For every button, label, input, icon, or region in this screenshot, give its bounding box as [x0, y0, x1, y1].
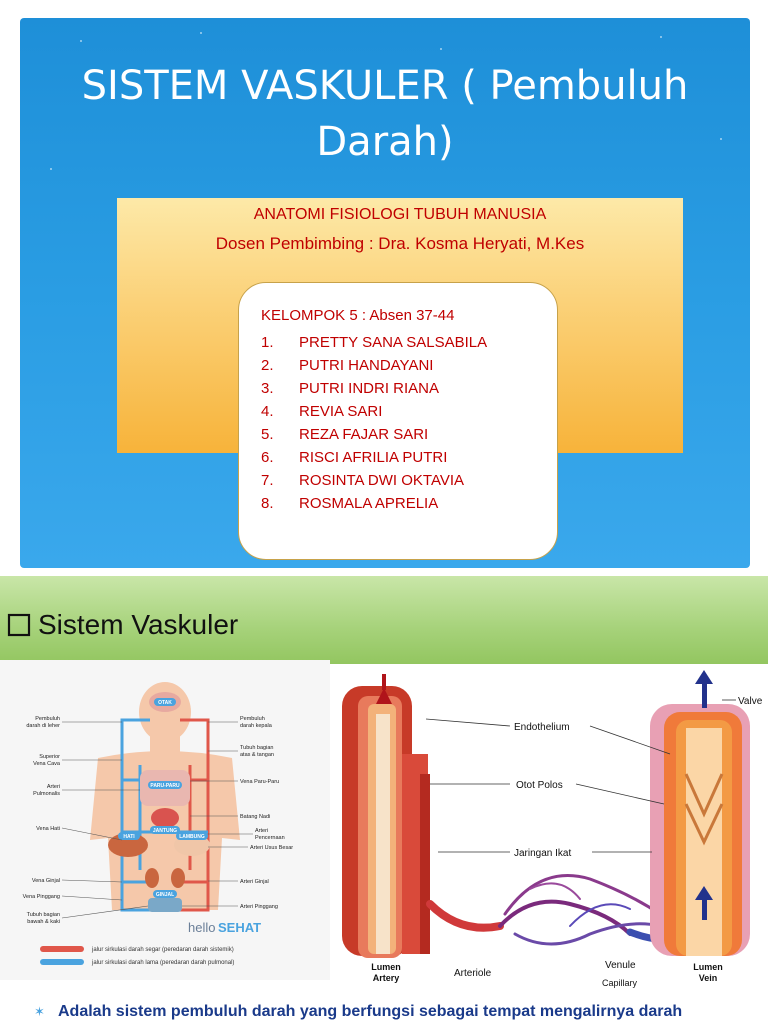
- label-jaringan-ikat: Jaringan Ikat: [514, 848, 571, 859]
- callout-left-7a: Tubuh bagian: [27, 912, 60, 918]
- definition-bullet: ✶ Adalah sistem pembuluh darah yang berf…: [34, 1000, 754, 1024]
- circulation-diagram: OTAK PARU-PARU JANTUNG HATI LAMBUNG GINJ…: [0, 660, 330, 980]
- callout-right-6: Arteri Usus Besar: [250, 845, 293, 851]
- callout-left-5: Vena Ginjal: [32, 878, 60, 884]
- title-slide: SISTEM VASKULER ( Pembuluh Darah) ANATOM…: [20, 18, 750, 568]
- label-lambung: LAMBUNG: [179, 834, 205, 840]
- list-item: 7.ROSINTA DWI OKTAVIA: [261, 472, 465, 489]
- label-arteriole: Arteriole: [454, 968, 492, 979]
- artery-illustration: [342, 674, 430, 958]
- list-item: 6.RISCI AFRILIA PUTRI: [261, 449, 448, 466]
- callout-left-4: Vena Hati: [36, 826, 60, 832]
- label-valve: Valve: [738, 696, 763, 707]
- blood-vessel-diagram: Valve Endothelium Otot Polos Jaringan Ik…: [330, 664, 768, 994]
- label-hati: HATI: [123, 834, 135, 840]
- list-item: 5.REZA FAJAR SARI: [261, 426, 429, 443]
- lower-body-block: [148, 898, 182, 912]
- section-title: Sistem Vaskuler: [0, 608, 238, 642]
- callout-right-7: Arteri Ginjal: [240, 879, 269, 885]
- list-item: 2.PUTRI HANDAYANI: [261, 357, 434, 374]
- label-ginjal: GINJAL: [156, 892, 174, 898]
- callout-left-2a: Superior: [39, 754, 60, 760]
- slide-title: SISTEM VASKULER ( Pembuluh Darah): [20, 58, 750, 170]
- label-lumen-vein-2: Vein: [699, 973, 718, 983]
- legend-blue-text: jalur sirkulasi darah lama (peredaran da…: [91, 960, 234, 966]
- capillary-bed: [426, 874, 684, 946]
- callout-left-7b: bawah & kaki: [27, 919, 60, 925]
- callout-left-1a: Pembuluh: [35, 716, 60, 722]
- callout-right-2b: atas & tangan: [240, 752, 274, 758]
- legend-blue-swatch: [40, 959, 84, 965]
- callout-right-3: Vena Paru-Paru: [240, 779, 279, 785]
- label-otak: OTAK: [158, 700, 172, 706]
- label-lumen-vein-1: Lumen: [693, 962, 723, 972]
- callout-left-6: Vena Pinggang: [23, 894, 60, 900]
- callout-right-1a: Pembuluh: [240, 716, 265, 722]
- label-paru: PARU-PARU: [150, 783, 180, 789]
- label-endothelium: Endothelium: [514, 722, 570, 733]
- callout-right-5a: Arteri: [255, 828, 268, 834]
- callout-right-4: Batang Nadi: [240, 814, 270, 820]
- kidney-right-organ: [171, 868, 185, 888]
- lecturer-name: Dosen Pembimbing : Dra. Kosma Heryati, M…: [215, 234, 585, 253]
- callout-left-3a: Arteri: [47, 784, 60, 790]
- callout-right-8: Arteri Pinggang: [240, 904, 278, 910]
- callout-right-2a: Tubuh bagian: [240, 745, 273, 751]
- star-bullet-icon: ✶: [34, 1004, 45, 1020]
- label-otot-polos: Otot Polos: [516, 780, 563, 791]
- callout-right-5b: Pencernaan: [255, 835, 285, 841]
- member-list: 1.PRETTY SANA SALSABILA 2.PUTRI HANDAYAN…: [261, 331, 487, 515]
- definition-text: Adalah sistem pembuluh darah yang berfun…: [58, 1003, 683, 1020]
- kidney-left-organ: [145, 868, 159, 888]
- slide-title-line-2: Darah): [316, 119, 454, 165]
- callout-left-1b: darah di leher: [26, 723, 60, 729]
- label-lumen-artery-2: Artery: [373, 973, 400, 983]
- group-members-box: KELOMPOK 5 : Absen 37-44 1.PRETTY SANA S…: [238, 282, 558, 560]
- list-item: 1.PRETTY SANA SALSABILA: [261, 334, 488, 351]
- course-name: ANATOMI FISIOLOGI TUBUH MANUSIA: [253, 206, 547, 223]
- heart-organ: [151, 808, 179, 828]
- slide-title-line-1: SISTEM VASKULER ( Pembuluh: [81, 63, 689, 109]
- brand-suffix: SEHAT: [218, 920, 261, 935]
- list-item: 8.ROSMALA APRELIA: [261, 495, 439, 512]
- callout-left-3b: Pulmonalis: [33, 791, 60, 797]
- legend-red-swatch: [40, 946, 84, 952]
- list-item: 4.REVIA SARI: [261, 403, 383, 420]
- checkbox-bullet-icon: [6, 611, 34, 639]
- label-venule: Venule: [605, 960, 636, 971]
- label-capillary: Capillary: [602, 978, 638, 988]
- section-title-text: Sistem Vaskuler: [38, 609, 239, 640]
- label-lumen-artery-1: Lumen: [371, 962, 401, 972]
- brand-prefix: hello: [188, 920, 215, 935]
- label-jantung: JANTUNG: [153, 828, 177, 834]
- section-header-band: [0, 576, 768, 664]
- group-heading: KELOMPOK 5 : Absen 37-44: [261, 307, 455, 324]
- list-item: 3.PUTRI INDRI RIANA: [261, 380, 440, 397]
- vein-illustration: [650, 670, 750, 956]
- legend-red-text: jalur sirkulasi darah segar (peredaran d…: [91, 947, 234, 953]
- callout-left-2b: Vena Cava: [33, 761, 61, 767]
- callout-right-1b: darah kepala: [240, 723, 273, 729]
